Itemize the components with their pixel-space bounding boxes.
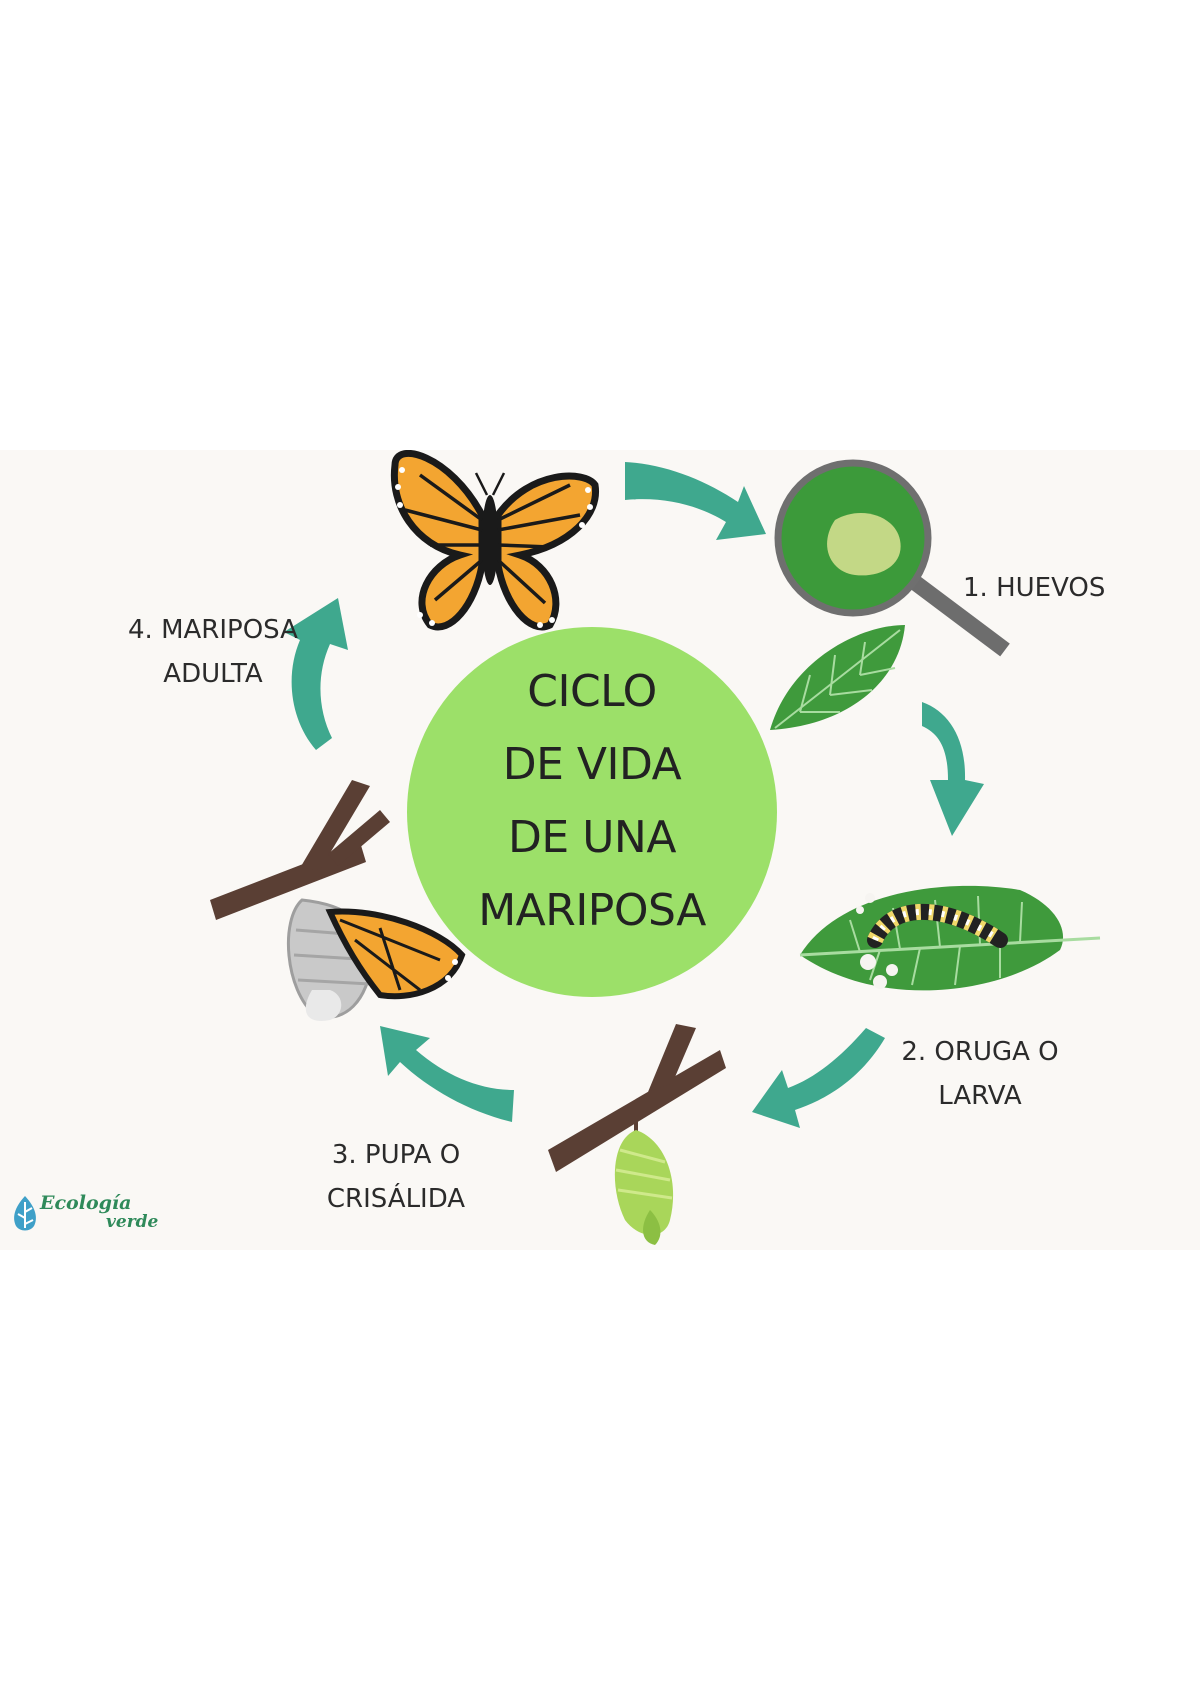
life-cycle-panel: CICLO DE VIDA DE UNA MARIPOSA 1. HUEVOS … xyxy=(0,450,1200,1250)
stage-3-label: 3. PUPA O CRISÁLIDA xyxy=(326,1140,466,1214)
arrow-chrysalis-to-emerging xyxy=(380,1026,514,1122)
logo-text-bottom: verde xyxy=(106,1212,159,1232)
leaf-drop-icon xyxy=(14,1196,36,1231)
diagram-title: CICLO DE VIDA DE UNA MARIPOSA xyxy=(478,666,706,936)
arrow-emerging-to-adult xyxy=(284,598,348,750)
adult-butterfly-icon xyxy=(390,450,600,631)
stage-4-label: 4. MARIPOSA ADULTA xyxy=(128,615,298,689)
arrow-butterfly-to-eggs xyxy=(625,462,766,540)
stage-1-label: 1. HUEVOS xyxy=(963,573,1106,603)
ecologia-verde-logo: Ecología verde xyxy=(10,1192,180,1242)
magnifier-egg-on-leaf-icon xyxy=(770,459,1010,730)
center-circle xyxy=(407,627,777,997)
caterpillar-on-leaf-icon xyxy=(799,885,1101,991)
chrysalis-on-branch-icon xyxy=(548,1024,726,1245)
life-cycle-artwork xyxy=(210,450,1101,1245)
butterfly-emerging-and-adult-icon xyxy=(210,780,466,1021)
stage-2-label: 2. ORUGA O LARVA xyxy=(901,1037,1059,1111)
arrow-eggs-to-caterpillar xyxy=(922,702,984,836)
arrow-caterpillar-to-chrysalis xyxy=(752,1028,885,1128)
logo-text-top: Ecología xyxy=(40,1192,132,1214)
